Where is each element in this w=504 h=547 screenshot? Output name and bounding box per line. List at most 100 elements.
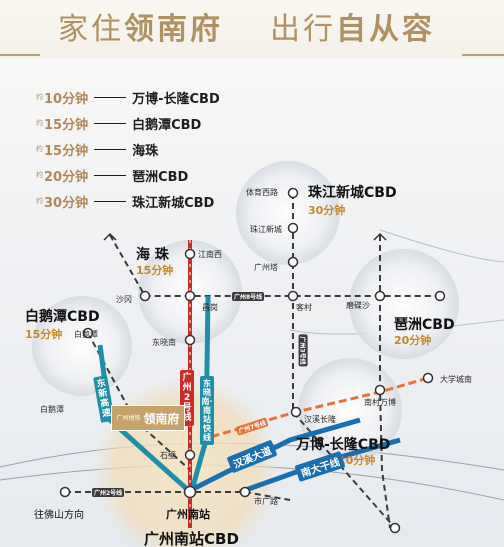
- zone-time-wanbo: 10分钟: [338, 454, 376, 467]
- legend-dash: [94, 122, 127, 124]
- legend-dash: [94, 200, 127, 202]
- legend-row-wanbo: 约 10分钟 万博-长隆CBD: [36, 86, 220, 108]
- station-dot-jiangnanxi: [184, 248, 196, 260]
- legend-row-haizhu: 约 15分钟 海珠: [36, 138, 158, 160]
- station-dot-ta: [287, 256, 299, 268]
- zone-time-zhujiang: 30分钟: [308, 204, 346, 217]
- station-label-jiangnanxi: 江南西: [198, 250, 222, 259]
- station-dot-nanzhan: [183, 485, 197, 499]
- station-dot-hanxi: [290, 406, 302, 418]
- station-dot-shagang: [139, 290, 151, 302]
- station-cbd-title: 广州南站CBD: [144, 530, 239, 547]
- station-label-tiyu: 体育西路: [246, 188, 278, 197]
- zone-name-zhujiang: 珠江新城CBD: [308, 185, 397, 201]
- title-left: 家住领南府: [58, 4, 223, 48]
- arrow-up-icon: [103, 232, 117, 241]
- station-dot-zhujiang: [287, 222, 299, 234]
- line-3-tag: 广州3号线: [298, 334, 308, 367]
- legend-about: 约: [36, 119, 43, 127]
- arrow-up-icon: [373, 232, 387, 241]
- station-dot-daxuecheng: [422, 372, 434, 384]
- legend-dash: [94, 174, 127, 176]
- title-left-a: 家住: [58, 12, 124, 47]
- station-label-baietan-near: 白鹅潭: [74, 330, 98, 339]
- legend-destination: 海珠: [132, 143, 159, 159]
- zone-circle-zhujiang: [236, 161, 340, 265]
- legend-about: 约: [36, 171, 43, 179]
- legend-destination: 琶洲CBD: [132, 169, 189, 185]
- station-label-shibi: 石壁: [160, 451, 176, 460]
- station-dot-shibi: [184, 449, 196, 461]
- station-label-changgang: 昌岗: [202, 303, 218, 312]
- zone-name-pazhou: 琶洲CBD: [394, 317, 455, 333]
- legend-duration: 10分钟: [44, 91, 89, 107]
- line-2-tag: 广州2号线: [180, 370, 194, 426]
- legend-destination: 白鹅潭CBD: [132, 117, 202, 133]
- legend-destination: 万博-长隆CBD: [132, 91, 220, 107]
- zone-circle-baietan: [32, 296, 132, 396]
- legend-row-pazhou: 约 20分钟 琶洲CBD: [36, 164, 188, 186]
- road-hanxi: [193, 417, 361, 491]
- station-label-kecun: 客村: [296, 303, 312, 312]
- legend-duration: 20分钟: [44, 169, 89, 185]
- station-label-hanxi: 汉溪长隆: [304, 415, 336, 424]
- station-label-shagang: 沙冈: [116, 295, 132, 304]
- zone-circle-wanbo: [298, 358, 402, 462]
- legend-destination: 珠江新城CBD: [132, 195, 215, 211]
- station-dot-changgang: [184, 290, 196, 302]
- station-dot-fs: [59, 486, 71, 498]
- station-label-ta: 广州塔: [254, 263, 278, 272]
- station-dot-east: [434, 290, 446, 302]
- project-logo: 广州地铁 领南府: [111, 405, 185, 431]
- legend-duration: 30分钟: [44, 195, 89, 211]
- station-dot-modiesha: [374, 290, 386, 302]
- station-label-foshan: 往佛山方向: [34, 510, 84, 521]
- station-markers: [59, 187, 446, 534]
- station-label-dongxiaonan: 东晓南: [152, 338, 176, 347]
- legend-about: 约: [36, 145, 43, 153]
- station-label-nancun: 南村万博: [364, 398, 396, 407]
- line-8-tag: 广州8号线: [232, 292, 265, 301]
- title-right-b: 自从容: [336, 12, 435, 47]
- title-line-left: [0, 54, 40, 56]
- legend-row-zhujiang: 约 30分钟 珠江新城CBD: [36, 190, 214, 212]
- legend-row-baietan: 约 15分钟 白鹅潭CBD: [36, 112, 201, 134]
- title-band: [0, 0, 504, 58]
- station-label-shiguang: 市广路: [254, 497, 278, 506]
- station-label-zhujiang: 珠江新城: [250, 225, 282, 234]
- zone-name-haizhu: 海 珠: [136, 247, 169, 263]
- title-right-a: 出行: [270, 12, 336, 47]
- title-right: 出行自从容: [270, 4, 435, 48]
- legend-dash: [94, 148, 127, 150]
- legend-duration: 15分钟: [44, 117, 89, 133]
- title-line-right: [462, 54, 504, 56]
- station-dot-baietan-near: [82, 327, 94, 339]
- zone-time-pazhou: 20分钟: [394, 334, 432, 347]
- legend-dash: [94, 96, 127, 98]
- dongxiaonan-expressway-tag: 东晓南·南站快线: [200, 376, 214, 445]
- zone-time-haizhu: 15分钟: [136, 264, 174, 277]
- zone-circle-pazhou: [349, 249, 459, 359]
- legend-about: 约: [36, 93, 43, 101]
- zone-time-baietan: 15分钟: [25, 328, 63, 341]
- logo-small-text: 广州地铁: [116, 414, 141, 422]
- zone-name-baietan: 白鹅潭CBD: [25, 309, 100, 325]
- legend-duration: 15分钟: [44, 143, 89, 159]
- station-dot-tiyu: [287, 187, 299, 199]
- zone-name-wanbo: 万博-长隆CBD: [296, 437, 391, 453]
- station-dot-dongxiaonan: [184, 334, 196, 346]
- station-label-daxuecheng: 大学城南: [440, 375, 472, 384]
- metro-line: [65, 491, 291, 501]
- legend-about: 约: [36, 197, 43, 205]
- station-dot-shiguang: [239, 486, 251, 498]
- line-2-small-tag: 广州2号线: [92, 488, 125, 497]
- station-dot-nancun: [374, 384, 386, 396]
- title-left-b: 领南府: [124, 12, 223, 47]
- background-road: [379, 229, 504, 263]
- station-label-nanzhan: 广州南站: [166, 508, 210, 521]
- station-dot-south: [389, 522, 401, 534]
- station-label-modiesha: 磨碟沙: [346, 301, 370, 310]
- station-dot-kecun: [287, 290, 299, 302]
